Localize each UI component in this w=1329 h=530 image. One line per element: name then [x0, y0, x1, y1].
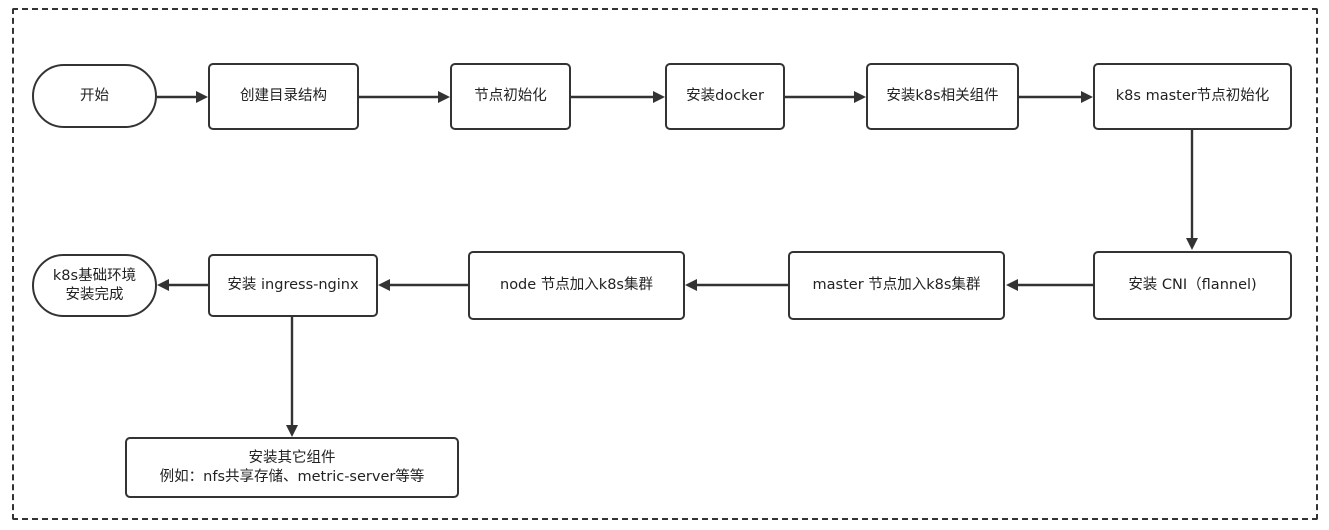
install-cni-node: 安装 CNI（flannel)	[1093, 251, 1292, 320]
install-ingress-node: 安装 ingress-nginx	[208, 254, 378, 317]
install-k8s-components-node: 安装k8s相关组件	[866, 63, 1019, 130]
install-docker-node: 安装docker	[665, 63, 785, 130]
master-join-node: master 节点加入k8s集群	[788, 251, 1005, 320]
create-dirs-label: 创建目录结构	[240, 88, 327, 104]
install-docker-label: 安装docker	[686, 88, 764, 104]
start-label: 开始	[80, 87, 109, 104]
install-cni-label: 安装 CNI（flannel)	[1128, 277, 1257, 293]
install-k8s-components-label: 安装k8s相关组件	[886, 88, 999, 104]
dashed-group-frame	[12, 8, 1318, 520]
node-join-label: node 节点加入k8s集群	[500, 277, 653, 293]
node-init-node: 节点初始化	[450, 63, 571, 130]
done-label: k8s基础环境 安装完成	[52, 267, 137, 303]
master-init-node: k8s master节点初始化	[1093, 63, 1292, 130]
master-join-label: master 节点加入k8s集群	[812, 277, 981, 293]
other-components-node: 安装其它组件 例如：nfs共享存储、metric-server等等	[125, 437, 459, 498]
install-ingress-label: 安装 ingress-nginx	[227, 277, 359, 293]
create-dirs-node: 创建目录结构	[208, 63, 359, 130]
other-components-label: 安装其它组件 例如：nfs共享存储、metric-server等等	[159, 449, 425, 485]
node-init-label: 节点初始化	[474, 88, 547, 104]
master-init-label: k8s master节点初始化	[1115, 88, 1270, 104]
done-node: k8s基础环境 安装完成	[32, 254, 157, 317]
node-join-node: node 节点加入k8s集群	[468, 251, 685, 320]
start-node: 开始	[32, 64, 157, 128]
